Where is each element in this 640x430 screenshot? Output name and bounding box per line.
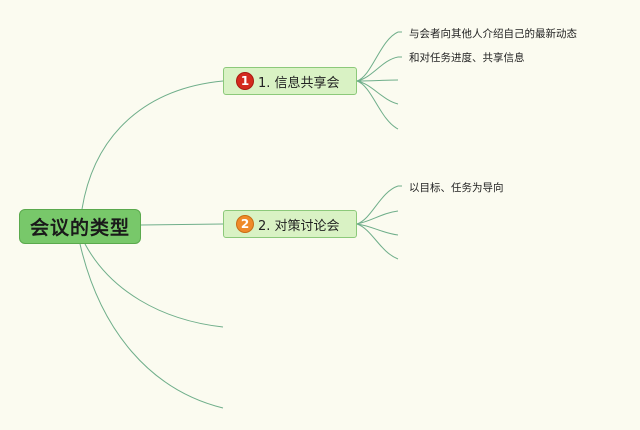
root-node-label: 会议的类型 bbox=[29, 217, 130, 239]
connector-b2-leaf3 bbox=[356, 223, 399, 236]
leaf-node[interactable]: 与会者向其他人介绍自己的最新动态 bbox=[409, 28, 577, 40]
priority-1-icon: 1 bbox=[236, 72, 254, 90]
leaf-node[interactable]: 以目标、任务为导向 bbox=[409, 182, 504, 194]
priority-2-icon: 2 bbox=[236, 215, 254, 233]
connector-b1-leaf2 bbox=[356, 56, 399, 82]
connector-root-empty2 bbox=[79, 243, 224, 409]
connector-b2-leaf4 bbox=[356, 223, 399, 260]
branch-node-label: 2. 对策讨论会 bbox=[258, 218, 340, 234]
connector-b1-leaf3 bbox=[356, 79, 399, 82]
connector-b1-leaf5 bbox=[356, 80, 399, 130]
connector-b2-leaf1 bbox=[356, 185, 399, 225]
connector-root-branch2 bbox=[140, 223, 224, 226]
branch-node-info-sharing[interactable]: 1 1. 信息共享会 bbox=[223, 67, 357, 95]
branch-node-label: 1. 信息共享会 bbox=[258, 75, 340, 91]
connector-b1-leaf1 bbox=[356, 31, 399, 82]
root-node[interactable]: 会议的类型 bbox=[19, 209, 141, 244]
leaf-node[interactable]: 和对任务进度、共享信息 bbox=[409, 52, 525, 64]
connector-b2-leaf2 bbox=[356, 210, 399, 225]
connector-root-empty1 bbox=[84, 243, 224, 328]
connector-b1-leaf4 bbox=[356, 80, 399, 105]
branch-node-solution-discussion[interactable]: 2 2. 对策讨论会 bbox=[223, 210, 357, 238]
connector-root-branch1 bbox=[81, 80, 224, 210]
